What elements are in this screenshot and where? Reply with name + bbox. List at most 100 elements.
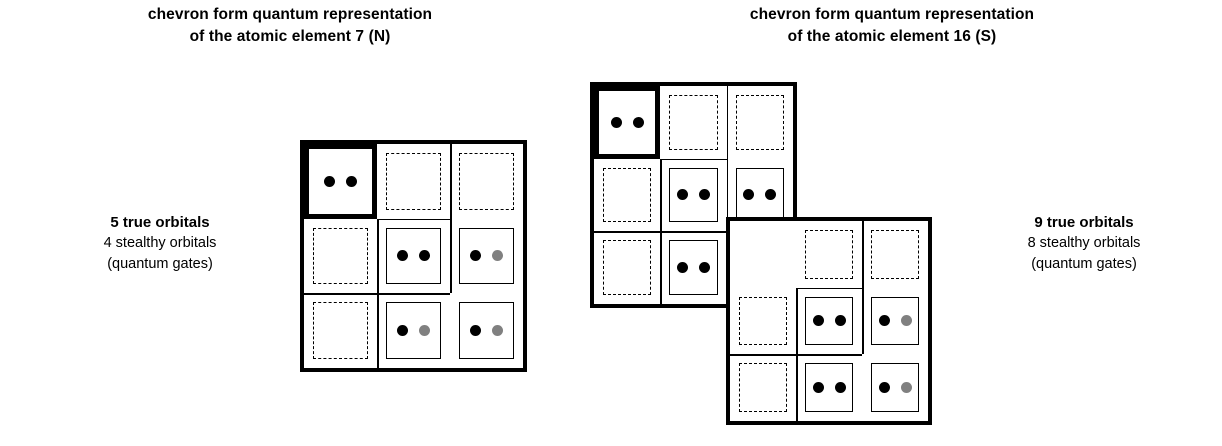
electron-dot-filled [346,175,357,187]
grid-divider [862,221,864,355]
electron-dot-filled [812,382,824,394]
orbital-cell-empty [660,86,726,159]
stealthy-orbital-box [313,227,368,285]
electron-pair [812,382,846,394]
electron-dot-half [900,382,912,394]
panel-title-nitrogen-line2: of the atomic element 7 (N) [189,28,391,45]
electron-dot-filled [470,250,481,262]
orbital-block-sulfur-lower [726,217,932,425]
electron-pair [676,262,710,274]
grid-divider [796,287,862,290]
electron-pair [397,325,430,337]
stealthy-orbital-box [871,230,919,279]
electron-dot-filled [632,116,644,128]
stealthy-orbital-box [313,302,368,359]
true-orbital-box [386,302,441,359]
grid-divider [660,158,727,161]
true-orbital-box [735,167,784,223]
orbital-cell-occupied [594,86,661,159]
electron-dot-half [419,325,430,337]
grid-divider [377,218,379,368]
electron-dot-filled [676,189,688,201]
orbital-cell-occupied [862,354,928,421]
stealthy-orbital-box [669,95,718,150]
stealthy-orbital-box [386,153,441,210]
orbital-cell-empty [304,219,377,294]
grid-divider [660,158,662,304]
orbital-cell-empty [594,231,660,304]
electron-dot-filled [812,315,824,327]
electron-dot-half [492,250,503,262]
electron-dot-filled [610,116,622,128]
orbital-cell-occupied [660,231,726,304]
panel-title-nitrogen-line1: chevron form quantum representation [147,6,433,23]
sulfur-quantum-gates-label: (quantum gates) [1031,256,1137,272]
stealthy-orbital-box [805,230,853,279]
true-orbital-box [308,148,373,215]
panel-title-sulfur-line2: of the atomic element 16 (S) [787,28,997,45]
true-orbital-box [871,363,919,412]
true-orbital-box [459,302,514,359]
electron-dot-filled [676,262,688,274]
stealthy-orbital-box [739,363,787,412]
true-orbital-box [598,90,657,155]
panel-caption-sulfur: 9 true orbitals 8 stealthy orbitals (qua… [944,212,1222,275]
true-orbital-box [669,167,718,223]
electron-dot-filled [765,189,777,201]
orbital-cell-occupied [450,293,523,368]
electron-dot-filled [419,250,430,262]
electron-dot-filled [324,175,335,187]
orbital-cell-occupied [727,159,793,232]
stealthy-orbital-box [603,240,652,295]
electron-dot-filled [743,189,755,201]
electron-dot-half [900,315,912,327]
electron-pair [676,189,710,201]
stealthy-orbital-box [603,167,652,223]
orbital-cell-occupied [304,144,377,219]
sulfur-stealthy-orbitals-label: 8 stealthy orbitals [1027,235,1141,251]
panel-title-sulfur: chevron form quantum representation of t… [682,4,1102,48]
orbital-cell-occupied [450,219,523,294]
grid-divider [450,144,452,294]
orbital-cell-empty [730,288,796,355]
panel-title-sulfur-line1: chevron form quantum representation [749,6,1035,23]
electron-pair [878,382,912,394]
panel-title-nitrogen: chevron form quantum representation of t… [80,4,500,48]
electron-pair [743,189,777,201]
true-orbital-box [871,296,919,346]
true-orbital-box [386,227,441,285]
true-orbital-box [805,363,853,412]
orbital-cell-empty [450,144,523,219]
orbital-cell-occupied [660,159,726,232]
nitrogen-true-orbitals-label: 5 true orbitals [110,214,210,231]
electron-pair [878,315,912,327]
orbital-cell-occupied [377,219,450,294]
electron-pair [324,175,357,187]
panel-caption-nitrogen: 5 true orbitals 4 stealthy orbitals (qua… [20,212,300,275]
orbital-cell-occupied [862,288,928,355]
electron-pair [397,250,430,262]
orbital-cell-occupied [377,293,450,368]
orbital-cell-empty [796,221,862,288]
electron-dot-filled [834,315,846,327]
electron-pair [470,250,503,262]
orbital-cell-occupied [796,354,862,421]
orbital-cell-empty [730,354,796,421]
orbital-cell-empty [304,293,377,368]
orbital-cell-empty [377,144,450,219]
orbital-cell-occupied [796,288,862,355]
grid-divider [726,86,729,232]
electron-dot-filled [397,325,408,337]
electron-dot-filled [878,315,890,327]
stealthy-orbital-box [459,153,514,210]
orbital-cell-empty [862,221,928,288]
electron-dot-filled [698,262,710,274]
electron-dot-filled [834,382,846,394]
electron-pair [470,325,503,337]
nitrogen-quantum-gates-label: (quantum gates) [107,256,213,272]
orbital-block-nitrogen [300,140,527,372]
electron-dot-half [492,325,503,337]
electron-dot-filled [470,325,481,337]
electron-dot-filled [878,382,890,394]
